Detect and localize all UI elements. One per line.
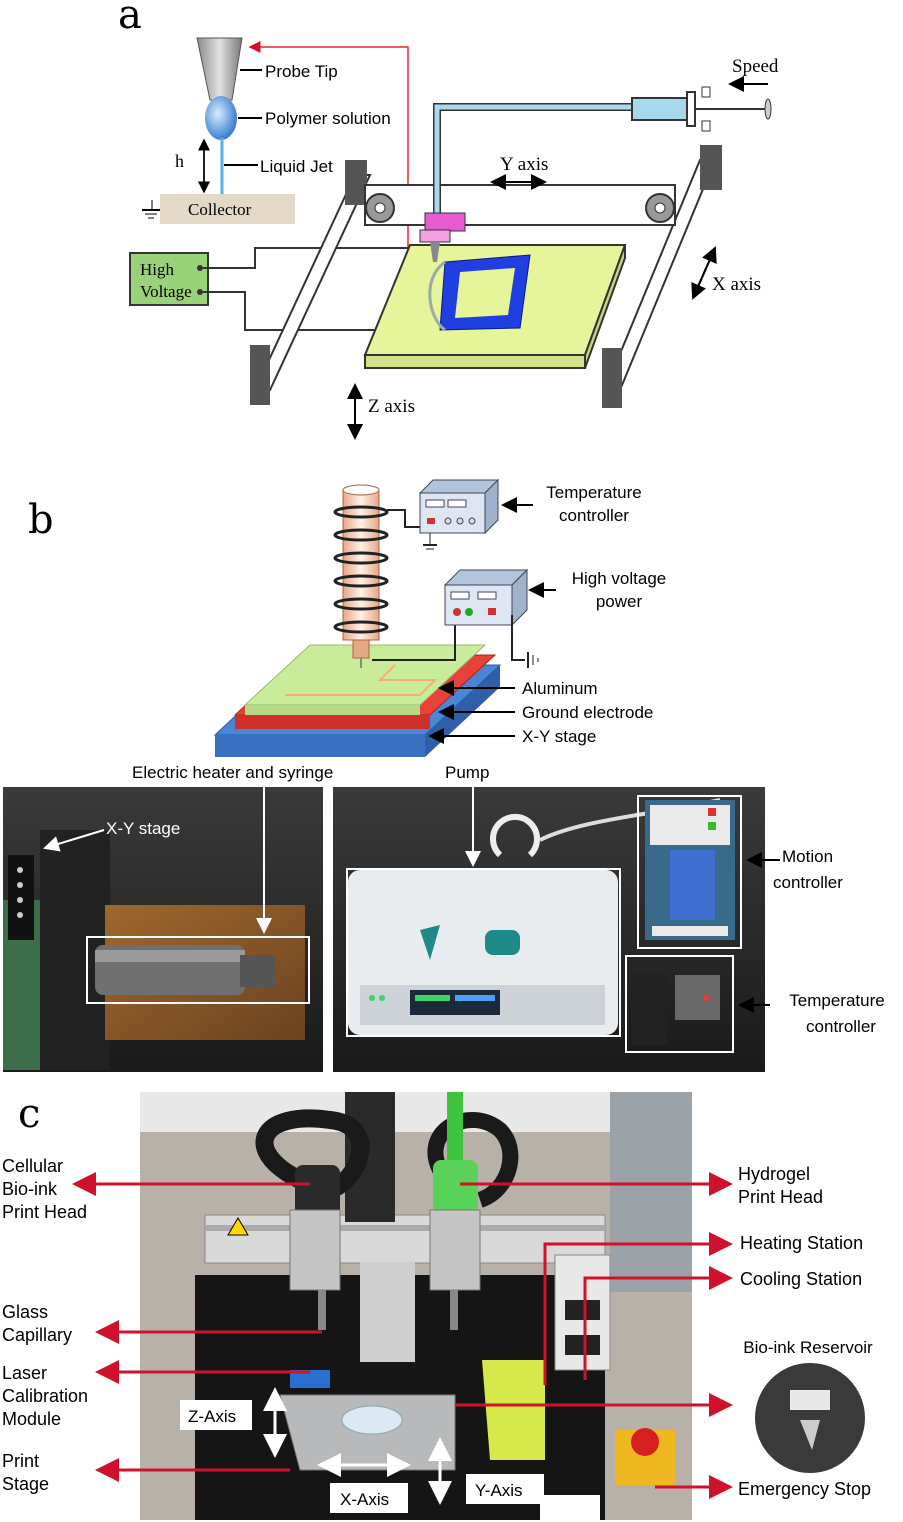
polymer-drop-icon xyxy=(205,96,237,140)
gantry-beam xyxy=(204,1214,606,1264)
label-speed: Speed xyxy=(732,56,779,77)
label-temp-controller-photo-2: controller xyxy=(806,1017,876,1036)
label-temp-controller-photo-1: Temperature xyxy=(789,991,884,1010)
label-c-z-axis: Z-Axis xyxy=(188,1407,236,1426)
temperature-controller-box xyxy=(419,492,486,534)
panel-a-letter: a xyxy=(118,0,142,38)
label-probe-tip: Probe Tip xyxy=(265,62,338,81)
feed-tube xyxy=(434,104,635,220)
label-emergency-stop: Emergency Stop xyxy=(738,1479,871,1499)
y-axis-beam xyxy=(364,184,676,226)
warning-icon xyxy=(227,1217,249,1236)
label-xy-stage: X-Y stage xyxy=(522,727,596,746)
label-h: h xyxy=(175,151,184,171)
panel-b-letter: b xyxy=(28,497,54,543)
label-glass-2: Capillary xyxy=(2,1325,72,1345)
label-laser-1: Laser xyxy=(2,1363,47,1383)
heater-highlight-box xyxy=(86,936,310,1004)
label-photo-xy-stage: X-Y stage xyxy=(106,819,180,838)
label-temperature-controller-2: controller xyxy=(559,506,629,525)
syringe-icon xyxy=(631,97,688,121)
label-collector: Collector xyxy=(188,200,252,219)
label-aluminum: Aluminum xyxy=(522,679,598,698)
petri-dish xyxy=(341,1405,403,1435)
label-high: High xyxy=(140,260,175,279)
label-temperature-controller-1: Temperature xyxy=(546,483,641,502)
label-cooling-station: Cooling Station xyxy=(740,1269,862,1289)
label-glass-1: Glass xyxy=(2,1302,48,1322)
photo-pump-controllers xyxy=(333,787,780,1072)
label-motion-controller-2: controller xyxy=(773,873,843,892)
pump-display xyxy=(410,990,500,1015)
label-y-axis: Y axis xyxy=(500,154,548,175)
label-z-axis: Z axis xyxy=(368,396,415,417)
high-voltage-box xyxy=(129,252,209,306)
temp-controller-device xyxy=(675,975,720,1020)
high-voltage-power-box xyxy=(444,584,513,626)
label-heating-station: Heating Station xyxy=(740,1233,863,1253)
pump-highlight-box xyxy=(346,868,621,1037)
collector-plate xyxy=(160,194,295,224)
heater-syringe-icon xyxy=(342,489,380,641)
label-polymer-solution: Polymer solution xyxy=(265,109,391,128)
label-laser-3: Module xyxy=(2,1409,61,1429)
laser-module xyxy=(290,1370,330,1388)
cellular-print-head xyxy=(295,1165,340,1220)
label-voltage: Voltage xyxy=(140,282,192,301)
label-cellular-3: Print Head xyxy=(2,1202,87,1222)
photo-bioprinter xyxy=(140,1092,692,1520)
arrow-cooling-station xyxy=(583,1266,733,1380)
cooling-station-block xyxy=(482,1360,545,1460)
label-liquid-jet: Liquid Jet xyxy=(260,157,333,176)
print-head-icon xyxy=(424,212,466,232)
hydrogel-print-head xyxy=(433,1160,478,1215)
label-c-x-axis: X-Axis xyxy=(340,1490,389,1509)
label-high-voltage-power-2: power xyxy=(596,592,643,611)
panel-c-letter: c xyxy=(18,1091,40,1137)
photo-heater-syringe: X-Y stage xyxy=(3,787,323,1072)
label-laser-2: Calibration xyxy=(2,1386,88,1406)
probe-tip-icon xyxy=(196,37,243,101)
label-bioink-reservoir: Bio-ink Reservoir xyxy=(743,1338,873,1357)
label-print-stage-1: Print xyxy=(2,1451,39,1471)
label-cellular-1: Cellular xyxy=(2,1156,63,1176)
label-c-y-axis: Y-Axis xyxy=(475,1481,523,1500)
motion-highlight-box xyxy=(637,795,742,949)
label-cellular-2: Bio-ink xyxy=(2,1179,58,1199)
label-hydrogel-1: Hydrogel xyxy=(738,1164,810,1184)
temp-controller-highlight-box xyxy=(625,955,734,1053)
panel-b: b Temper xyxy=(3,478,885,1072)
panel-c: c xyxy=(2,1091,873,1520)
arrow-heating-station xyxy=(543,1232,733,1385)
label-ground-electrode: Ground electrode xyxy=(522,703,653,722)
label-motion-controller-1: Motion xyxy=(782,847,833,866)
emergency-stop-icon xyxy=(631,1428,659,1456)
label-high-voltage-power-1: High voltage xyxy=(572,569,667,588)
label-electric-heater: Electric heater and syringe xyxy=(132,763,333,782)
label-print-stage-2: Stage xyxy=(2,1474,49,1494)
panel-a: a Probe Tip Polymer solution Liquid Jet … xyxy=(118,0,779,440)
label-x-axis: X axis xyxy=(712,274,761,295)
label-pump: Pump xyxy=(445,763,489,782)
bioink-reservoir-inset xyxy=(755,1363,865,1473)
label-hydrogel-2: Print Head xyxy=(738,1187,823,1207)
